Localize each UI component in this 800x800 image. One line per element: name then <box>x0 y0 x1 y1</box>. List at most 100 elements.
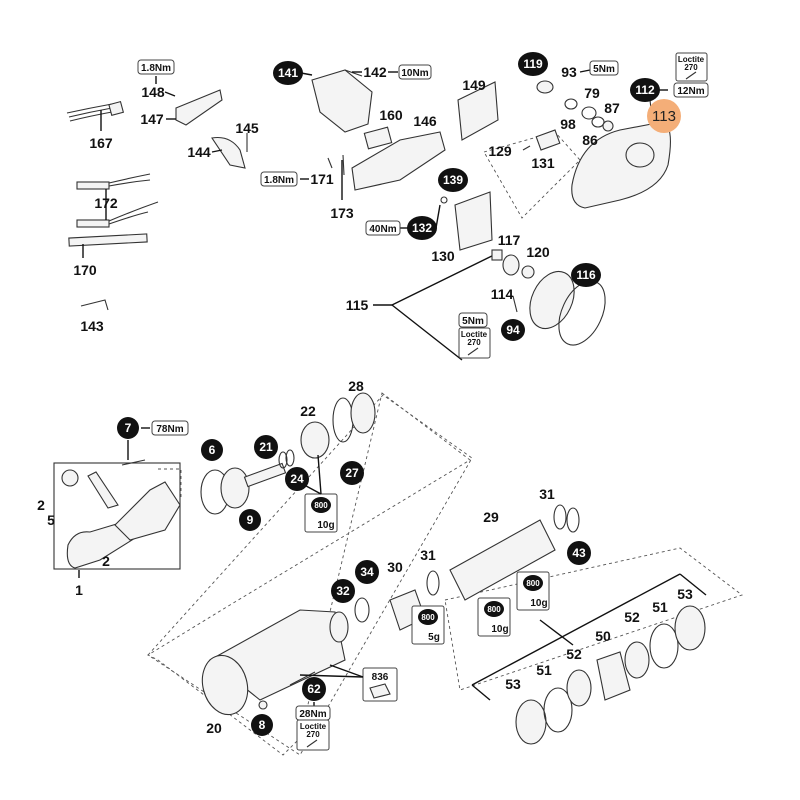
callout-94: 94 <box>501 319 525 341</box>
part-hex-key-143 <box>80 299 109 311</box>
part-ring-98 <box>564 98 578 110</box>
part-group-box-1 <box>53 462 181 570</box>
torque-value: 5Nm <box>593 64 615 75</box>
label-86: 86 <box>582 132 598 148</box>
torque-value: 12Nm <box>677 86 704 97</box>
part-cylinder-29 <box>449 519 556 601</box>
label-51: 51 <box>652 599 668 615</box>
torque-box-132: 40Nm <box>365 220 401 236</box>
label-79: 79 <box>584 85 600 101</box>
part-plate-130 <box>454 191 493 251</box>
label-117: 117 <box>498 232 521 248</box>
loctite-label: Loctite <box>300 722 327 731</box>
lubricant-code: 836 <box>372 672 389 683</box>
label-22: 22 <box>300 403 316 419</box>
highlighted-callout-113[interactable]: 113 <box>647 99 681 133</box>
part-nut-8 <box>258 700 268 710</box>
callout-text: 7 <box>125 421 132 435</box>
part-bolt-7 <box>121 459 146 466</box>
part-139 <box>440 196 448 204</box>
callout-text: 113 <box>652 108 676 125</box>
torque-value: 1.8Nm <box>141 63 171 74</box>
part-120 <box>521 265 535 279</box>
grease-code: 800 <box>421 613 435 622</box>
label-172: 172 <box>94 195 118 211</box>
label-144: 144 <box>187 144 211 160</box>
callout-24: 24 <box>285 467 309 491</box>
label-170: 170 <box>73 262 97 278</box>
label-52: 52 <box>566 646 582 662</box>
callout-62: 62 <box>302 677 326 701</box>
part-ring-86 <box>591 116 605 128</box>
label-20: 20 <box>206 720 222 736</box>
part-ring-24b <box>285 449 295 467</box>
callout-text: 8 <box>259 718 266 732</box>
callout-139: 139 <box>438 168 468 192</box>
callout-27: 27 <box>340 461 364 485</box>
bracket-50-53 <box>471 573 707 701</box>
label-120: 120 <box>526 244 550 260</box>
part-131 <box>535 129 561 151</box>
torque-value: 40Nm <box>369 224 396 235</box>
label-52: 52 <box>624 609 640 625</box>
callout-text: 21 <box>259 440 273 454</box>
label-93: 93 <box>561 64 577 80</box>
part-117 <box>491 249 503 261</box>
label-167: 167 <box>89 135 113 151</box>
callout-112: 112 <box>630 78 660 102</box>
label-53: 53 <box>677 586 693 602</box>
callout-8: 8 <box>251 714 273 736</box>
label-130: 130 <box>431 248 455 264</box>
part-fan-cover <box>529 270 575 330</box>
label-146: 146 <box>413 113 437 129</box>
callout-132: 132 <box>407 216 437 240</box>
label-31: 31 <box>420 547 436 563</box>
label-5: 5 <box>47 512 55 528</box>
callout-21: 21 <box>254 435 278 459</box>
callout-text: 27 <box>345 466 359 480</box>
label-51: 51 <box>536 662 552 678</box>
part-gear-cover-hub <box>625 142 655 168</box>
part-head-1 <box>114 481 181 541</box>
label-171: 171 <box>310 171 334 187</box>
loctite-grade: 270 <box>684 63 698 72</box>
part-wires-167 <box>66 100 125 122</box>
dashed-guide-cylinder <box>444 547 743 691</box>
torque-box-93: 5Nm <box>589 60 619 76</box>
bracket-115 <box>373 251 501 361</box>
callout-text: 116 <box>576 268 596 282</box>
part-tube-170 <box>68 233 148 247</box>
torque-value: 10Nm <box>401 68 428 79</box>
torque-box-112: 12Nm <box>673 82 709 98</box>
part-screw-142 <box>344 69 363 77</box>
callout-119: 119 <box>518 52 548 76</box>
part-trigger-144 <box>211 136 246 169</box>
part-seal-52a <box>624 641 650 679</box>
callout-text: 32 <box>336 584 350 598</box>
part-oring-27 <box>332 397 354 443</box>
grease-code: 800 <box>487 605 501 614</box>
part-ring-24a <box>278 451 288 469</box>
part-ring-28 <box>350 392 376 434</box>
label-129: 129 <box>488 143 512 159</box>
part-switch-147 <box>175 89 223 126</box>
leader-lines-lubricant <box>294 454 364 678</box>
torque-box-94: 5Nm <box>458 312 488 328</box>
label-143: 143 <box>80 318 104 334</box>
callout-9: 9 <box>239 509 261 531</box>
label-142: 142 <box>363 64 387 80</box>
label-87: 87 <box>604 100 620 116</box>
label-29: 29 <box>483 509 499 525</box>
torque-box-142: 10Nm <box>398 64 432 80</box>
part-ring-79 <box>581 106 597 120</box>
callout-text: 62 <box>307 682 321 696</box>
label-30: 30 <box>387 559 403 575</box>
callout-text: 94 <box>506 323 520 337</box>
part-bearing-114 <box>502 254 520 276</box>
